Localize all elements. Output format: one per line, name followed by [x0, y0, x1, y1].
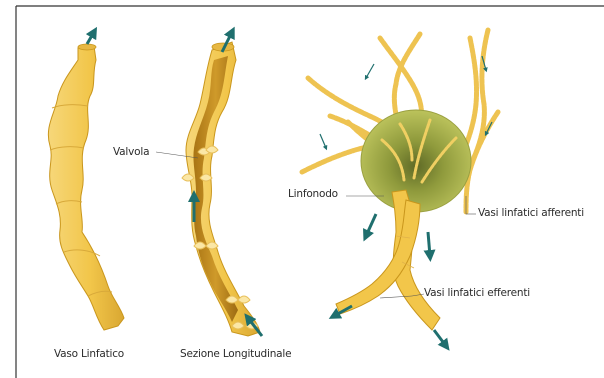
- flow-arrow: [366, 214, 376, 236]
- vessel-longitudinal-section: [156, 32, 262, 336]
- flow-arrow: [87, 32, 94, 44]
- lymph-node-label: Linfonodo: [288, 188, 338, 200]
- lymphatic-vessel: [48, 32, 124, 330]
- flow-arrow: [428, 232, 430, 256]
- valve-label: Valvola: [113, 146, 149, 158]
- flow-arrow: [366, 64, 374, 78]
- vessel-body: [48, 46, 124, 330]
- flow-arrow: [434, 330, 446, 346]
- afferent-vessels-label: Vasi linfatici afferenti: [478, 207, 584, 219]
- flow-arrow: [320, 134, 326, 148]
- efferent-vessels-label: Vasi linfatici efferenti: [424, 287, 530, 299]
- lymphatic-vessel-caption: Vaso Linfatico: [54, 348, 124, 360]
- longitudinal-section-caption: Sezione Longitudinale: [180, 348, 291, 360]
- lymph-node: [361, 110, 471, 212]
